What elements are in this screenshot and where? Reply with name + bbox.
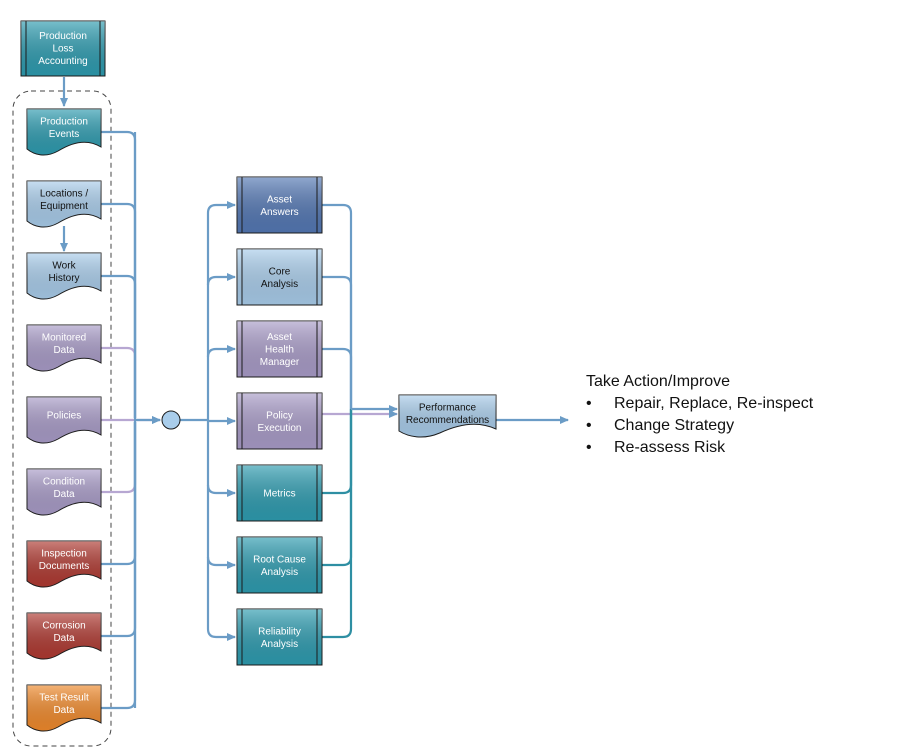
process-to-merge (322, 409, 353, 639)
connector-source-bus (101, 422, 137, 494)
locations-equipment-label: Locations /Equipment (40, 188, 89, 212)
action-item: Re-assess Risk (586, 437, 906, 459)
take-action-list: Repair, Replace, Re-inspect Change Strat… (586, 393, 906, 459)
split-to-process (206, 628, 236, 641)
split-to-process (206, 484, 236, 497)
take-action-title: Take Action/Improve (586, 373, 731, 390)
corrosion-data-doc (26, 612, 102, 660)
production-events-doc (26, 108, 102, 156)
split-to-process (206, 201, 236, 214)
process-to-merge (322, 203, 353, 409)
inspection-documents-doc (26, 540, 102, 588)
action-item: Repair, Replace, Re-inspect (586, 393, 906, 415)
connector-source-bus (101, 346, 137, 418)
work-history-doc (26, 252, 102, 300)
split-to-process (206, 556, 236, 569)
shapes (20, 20, 497, 732)
connector-source-bus (101, 202, 137, 418)
production-loss-accounting-box (20, 20, 106, 77)
asset-health-manager-box (236, 320, 323, 378)
monitored-data-doc (26, 324, 102, 372)
split-to-process (206, 273, 236, 286)
policies-doc (26, 396, 102, 444)
metrics-label: Metrics (263, 489, 295, 500)
process-to-merge (322, 275, 353, 409)
process-to-merge (322, 409, 353, 495)
metrics-box (236, 464, 323, 522)
asset-answers-box (236, 176, 323, 234)
take-action-panel: Take Action/Improve Repair, Replace, Re-… (586, 371, 906, 459)
connector-source-bus (101, 422, 137, 638)
junction-node (161, 410, 181, 430)
source-group-container (12, 90, 112, 747)
condition-data-doc (26, 468, 102, 516)
policies-label: Policies (47, 411, 81, 422)
test-result-data-doc (26, 684, 102, 732)
split-to-process (206, 345, 236, 358)
core-analysis-box (236, 248, 323, 306)
reliability-analysis-box (236, 608, 323, 666)
root-cause-analysis-box (236, 536, 323, 594)
process-to-merge (322, 347, 353, 409)
action-item: Change Strategy (586, 415, 906, 437)
process-to-merge (322, 409, 353, 567)
policy-execution-box (236, 392, 323, 450)
connectors (12, 77, 569, 747)
locations-equipment-doc (26, 180, 102, 228)
performance-recommendations-doc (398, 394, 497, 438)
